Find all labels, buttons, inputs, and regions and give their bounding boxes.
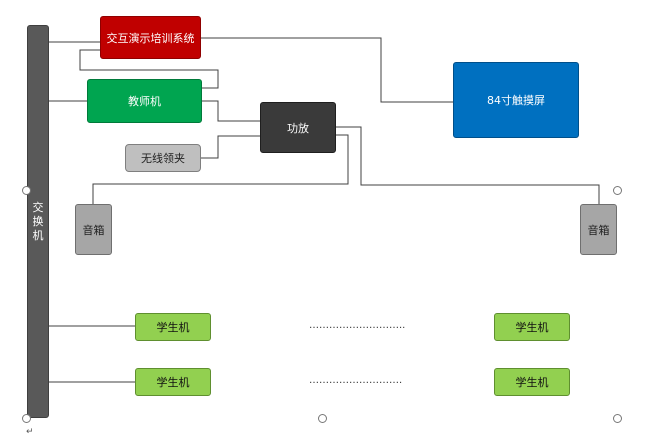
- resize-handle[interactable]: [613, 186, 622, 195]
- teacher-pc-node: 教师机: [87, 79, 202, 123]
- student-pc-label: 学生机: [515, 376, 549, 389]
- line-amp-speaker-right: [336, 126, 600, 204]
- wireless-clip-node: 无线领夹: [125, 144, 201, 172]
- student-pc-label: 学生机: [156, 321, 190, 334]
- student-pc-label: 学生机: [156, 376, 190, 389]
- student-pc-node: 学生机: [135, 368, 211, 396]
- switch-node: 交换机: [27, 25, 49, 418]
- speaker-right-label: 音箱: [587, 223, 610, 237]
- student-pc-label: 学生机: [515, 321, 549, 334]
- resize-handle[interactable]: [22, 186, 31, 195]
- line-teacher-amplifier: [202, 100, 260, 122]
- wireless-clip-label: 无线领夹: [141, 152, 185, 165]
- line-clip-amplifier: [201, 135, 260, 159]
- resize-handle[interactable]: [613, 414, 622, 423]
- ellipsis-row-2: ……………………….: [309, 375, 403, 386]
- student-pc-node: 学生机: [494, 368, 570, 396]
- touch-screen-node: 84寸触摸屏: [453, 62, 579, 138]
- teacher-pc-label: 教师机: [128, 95, 161, 108]
- line-amp-speaker-left: [92, 134, 349, 204]
- amplifier-node: 功放: [260, 102, 336, 153]
- paragraph-mark: ↵: [26, 427, 34, 437]
- speaker-left-node: 音箱: [75, 204, 112, 255]
- ellipsis-row-1: ………………………..: [309, 320, 406, 331]
- switch-label: 交换机: [32, 200, 44, 242]
- touch-screen-label: 84寸触摸屏: [487, 94, 545, 107]
- student-pc-node: 学生机: [135, 313, 211, 341]
- speaker-right-node: 音箱: [580, 204, 617, 255]
- line-training-touchscreen: [201, 37, 453, 103]
- resize-handle[interactable]: [318, 414, 327, 423]
- training-system-label: 交互演示培训系统: [106, 31, 195, 45]
- resize-handle[interactable]: [22, 414, 31, 423]
- training-system-node: 交互演示培训系统: [100, 16, 201, 59]
- amplifier-label: 功放: [287, 121, 309, 135]
- line-training-teacher: [79, 49, 219, 89]
- speaker-left-label: 音箱: [82, 223, 105, 237]
- student-pc-node: 学生机: [494, 313, 570, 341]
